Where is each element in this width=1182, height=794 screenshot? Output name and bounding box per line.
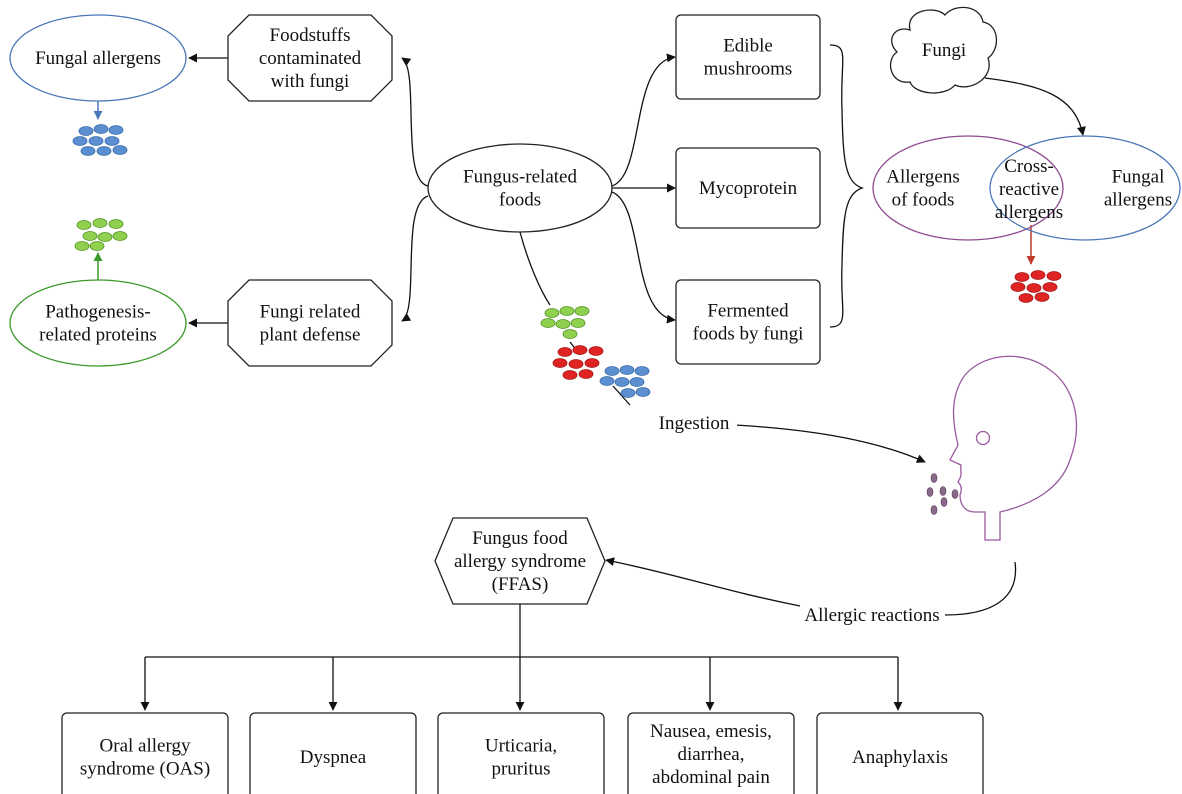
symptom-dyspnea-label: Dyspnea (300, 747, 367, 768)
label-line: plant defense (260, 325, 361, 346)
label-line: of foods (892, 190, 955, 211)
symptom-dyspnea: Dyspnea (249, 712, 417, 794)
label-line: Urticaria, (485, 736, 557, 757)
pathogenesis-node: Pathogenesis-related proteins (9, 279, 187, 367)
label-line: reactive (999, 179, 1059, 200)
label-line: contaminated (259, 48, 362, 69)
cross-reactive-particles (1010, 270, 1062, 303)
label-line: related proteins (39, 325, 157, 346)
arrow-center-to-fermented (611, 191, 676, 324)
allergic-reactions-line (944, 561, 1017, 616)
label-line: Fermented (707, 301, 789, 322)
label-line: Allergic reactions (804, 605, 939, 626)
symptom-urticaria: Urticaria,pruritus (437, 712, 605, 794)
ingested-blue-particles (599, 365, 651, 398)
label-line: allergens (995, 202, 1063, 223)
label-line: Ingestion (659, 413, 730, 434)
label-line: Fungus food (472, 528, 568, 549)
label-line: Anaphylaxis (852, 747, 948, 768)
food-allergens-circle (872, 135, 1064, 241)
symptom-urticaria-label: Urticaria,pruritus (485, 736, 557, 780)
mycoprotein-label: Mycoprotein (699, 178, 798, 199)
label-line: Fungi (922, 40, 966, 61)
arrow-allergic-reactions-to-ffas (605, 557, 801, 607)
arrow-fungi-to-cross-reactive (984, 77, 1086, 136)
symptom-nausea: Nausea, emesis,diarrhea,abdominal pain (627, 712, 795, 794)
eye (975, 430, 991, 446)
label-line: Mycoprotein (699, 178, 798, 199)
ingested-green-particles (540, 306, 590, 339)
label-line: foods (499, 190, 541, 211)
label-line: Cross- (1004, 156, 1054, 177)
ingestion-label: Ingestion (659, 413, 730, 434)
arrow-ingestion-to-head (734, 424, 926, 463)
arrow-center-to-plant-defense (401, 195, 429, 322)
label-line: Foodstuffs (270, 25, 351, 46)
fungal-allergens-left-node: Fungal allergens (9, 14, 187, 102)
arrow-center-to-contaminated (401, 57, 429, 187)
label-line: Nausea, emesis, (650, 721, 772, 742)
label-line: Allergens (886, 167, 960, 188)
symptom-anaphylaxis-label: Anaphylaxis (852, 747, 948, 768)
label-line: allergens (1104, 190, 1172, 211)
fungal-allergen-particles-left (72, 124, 128, 156)
label-line: Fungal (1112, 167, 1165, 188)
fungi-cloud-label: Fungi (922, 40, 966, 61)
fungal-allergens-circle (989, 135, 1181, 241)
label-line: allergy syndrome (454, 551, 586, 572)
label-line: syndrome (OAS) (80, 759, 210, 780)
allergic-reactions-label: Allergic reactions (804, 605, 939, 626)
label-line: with fungi (271, 71, 350, 92)
label-line: Fungal allergens (35, 48, 161, 69)
curly-bracket (829, 44, 864, 328)
symptom-nausea-label: Nausea, emesis,diarrhea,abdominal pain (650, 721, 772, 788)
ingested-red-particles (552, 345, 604, 380)
arrow-center-to-edible (611, 53, 676, 187)
label-line: pruritus (491, 759, 550, 780)
label-line: (FFAS) (492, 574, 549, 595)
mycoprotein-node: Mycoprotein (675, 147, 821, 229)
label-line: Dyspnea (300, 747, 367, 768)
label-line: foods by fungi (693, 324, 804, 345)
label-line: abdominal pain (652, 767, 770, 788)
ingestion-label-group: Ingestion (652, 410, 737, 436)
human-head-icon (949, 355, 1078, 541)
mouth-particles (926, 473, 959, 515)
label-line: Edible (723, 36, 773, 57)
allergic-reactions-label-group: Allergic reactions (804, 605, 939, 626)
pathogenesis-particles (74, 218, 128, 251)
symptom-anaphylaxis: Anaphylaxis (816, 712, 984, 794)
label-line: Oral allergy (100, 736, 191, 757)
label-line: diarrhea, (678, 744, 745, 765)
label-line: Fungus-related (463, 167, 577, 188)
label-line: Pathogenesis- (45, 302, 151, 323)
fungi-cloud: Fungi (889, 6, 998, 94)
label-line: mushrooms (704, 59, 793, 80)
pathogenesis-label: Pathogenesis-related proteins (39, 302, 157, 346)
label-line: Fungi related (260, 302, 361, 323)
fungal-allergens-left-label: Fungal allergens (35, 48, 161, 69)
